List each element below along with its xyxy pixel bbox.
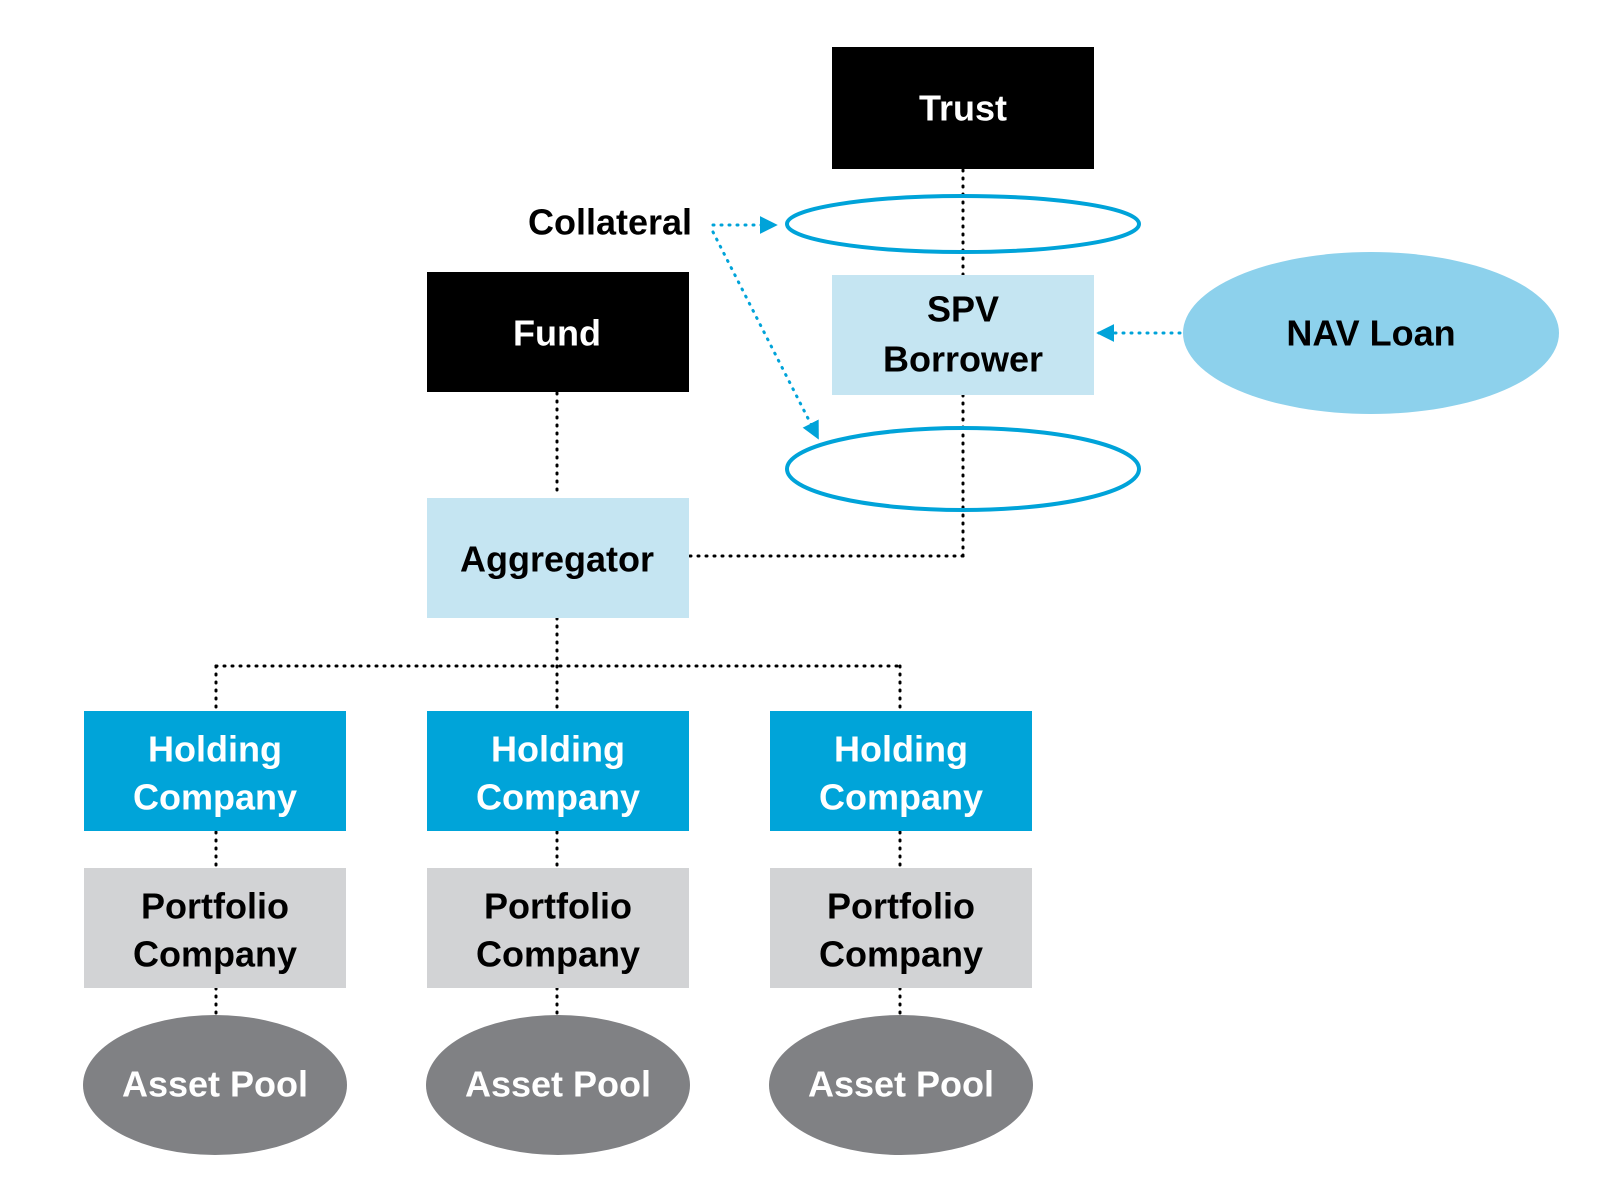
spv-borrower-node: SPV Borrower xyxy=(832,275,1094,395)
asset-pool-3: Asset Pool xyxy=(769,1015,1033,1155)
collateral-arrow-lower xyxy=(711,230,820,440)
asset-pool-1-label: Asset Pool xyxy=(122,1064,308,1105)
portfolio-3-line1: Portfolio xyxy=(827,886,975,927)
holding-2-line1: Holding xyxy=(491,729,625,770)
fund-node: Fund xyxy=(427,272,689,392)
portfolio-company-1: Portfolio Company xyxy=(84,868,346,988)
portfolio-3-line2: Company xyxy=(819,934,983,975)
asset-pool-2: Asset Pool xyxy=(426,1015,690,1155)
holding-3-line1: Holding xyxy=(834,729,968,770)
collateral-label: Collateral xyxy=(528,202,692,243)
holding-3-line2: Company xyxy=(819,777,983,818)
aggregator-label: Aggregator xyxy=(460,539,654,580)
spv-label-line1: SPV xyxy=(927,289,999,330)
portfolio-1-line2: Company xyxy=(133,934,297,975)
spv-label-line2: Borrower xyxy=(883,339,1043,380)
connectors xyxy=(214,168,965,1020)
asset-pool-3-label: Asset Pool xyxy=(808,1064,994,1105)
nav-loan-node: NAV Loan xyxy=(1183,252,1559,414)
nav-loan-label: NAV Loan xyxy=(1286,313,1455,354)
holding-2-line2: Company xyxy=(476,777,640,818)
aggregator-node: Aggregator xyxy=(427,498,689,618)
portfolio-1-line1: Portfolio xyxy=(141,886,289,927)
fund-label: Fund xyxy=(513,313,601,354)
holding-1-line2: Company xyxy=(133,777,297,818)
collateral-ring-lower xyxy=(785,426,1141,512)
collateral-ring-upper xyxy=(785,194,1141,254)
portfolio-2-line1: Portfolio xyxy=(484,886,632,927)
portfolio-company-2: Portfolio Company xyxy=(427,868,689,988)
trust-label: Trust xyxy=(919,88,1007,129)
holding-company-3: Holding Company xyxy=(770,711,1032,831)
asset-pool-1: Asset Pool xyxy=(83,1015,347,1155)
portfolio-2-line2: Company xyxy=(476,934,640,975)
trust-node: Trust xyxy=(832,47,1094,169)
holding-1-line1: Holding xyxy=(148,729,282,770)
holding-company-1: Holding Company xyxy=(84,711,346,831)
portfolio-company-3: Portfolio Company xyxy=(770,868,1032,988)
asset-pool-2-label: Asset Pool xyxy=(465,1064,651,1105)
holding-company-2: Holding Company xyxy=(427,711,689,831)
